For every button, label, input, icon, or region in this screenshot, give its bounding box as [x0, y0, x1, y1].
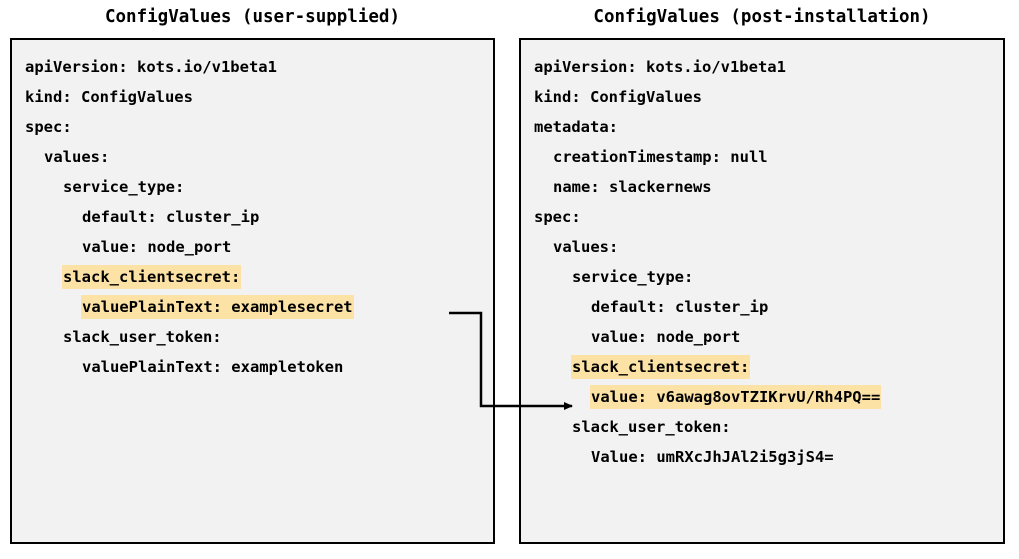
- post-installation-line-text: service_type:: [572, 268, 694, 286]
- post-installation-line-text: slack_user_token:: [572, 418, 731, 436]
- panel-title-right: ConfigValues (post-installation): [593, 7, 931, 27]
- user-supplied-line: value: node_port: [12, 232, 493, 262]
- config-values-post-installation-panel: ConfigValues (post-installation) apiVers…: [519, 0, 1005, 544]
- config-values-user-supplied-code-box: apiVersion: kots.io/v1beta1 kind: ConfigV…: [10, 38, 495, 544]
- post-installation-line-text: spec:: [534, 208, 581, 226]
- post-installation-line: slack_user_token:: [521, 412, 1003, 442]
- post-installation-line: service_type:: [521, 262, 1003, 292]
- user-supplied-line: service_type:: [12, 172, 493, 202]
- post-installation-line: kind: ConfigValues: [521, 82, 1003, 112]
- post-installation-line: creationTimestamp: null: [521, 142, 1003, 172]
- user-supplied-line: values:: [12, 142, 493, 172]
- panel-title-left: ConfigValues (user-supplied): [104, 7, 400, 27]
- user-supplied-line: valuePlainText: examplesecret: [12, 292, 493, 322]
- post-installation-line-text: apiVersion: kots.io/v1beta1: [534, 58, 786, 76]
- post-installation-line: spec:: [521, 202, 1003, 232]
- user-supplied-line: default: cluster_ip: [12, 202, 493, 232]
- user-supplied-line-text: value: node_port: [82, 238, 232, 256]
- post-installation-line: slack_clientsecret:: [521, 352, 1003, 382]
- post-installation-line-text: slack_clientsecret:: [571, 355, 751, 379]
- config-values-post-installation-code-box: apiVersion: kots.io/v1beta1 kind: ConfigV…: [519, 38, 1005, 544]
- post-installation-line: default: cluster_ip: [521, 292, 1003, 322]
- user-supplied-line-text: values:: [44, 148, 110, 166]
- user-supplied-line: apiVersion: kots.io/v1beta1: [12, 52, 493, 82]
- post-installation-line: Value: umRXcJhJAl2i5g3jS4=: [521, 442, 1003, 472]
- user-supplied-line-text: default: cluster_ip: [82, 208, 260, 226]
- post-installation-line: name: slackernews: [521, 172, 1003, 202]
- post-installation-line-text: Value: umRXcJhJAl2i5g3jS4=: [591, 448, 834, 466]
- user-supplied-line: kind: ConfigValues: [12, 82, 493, 112]
- post-installation-line: values:: [521, 232, 1003, 262]
- user-supplied-line-text: valuePlainText: examplesecret: [81, 295, 354, 319]
- user-supplied-line-text: valuePlainText: exampletoken: [82, 358, 344, 376]
- post-installation-line-text: name: slackernews: [553, 178, 712, 196]
- post-installation-line-text: value: v6awag8ovTZIKrvU/Rh4PQ==: [590, 385, 882, 409]
- post-installation-line-text: values:: [553, 238, 619, 256]
- post-installation-line-text: creationTimestamp: null: [553, 148, 768, 166]
- user-supplied-line: slack_clientsecret:: [12, 262, 493, 292]
- post-installation-line-text: metadata:: [534, 118, 618, 136]
- user-supplied-line-text: service_type:: [63, 178, 185, 196]
- post-installation-line: apiVersion: kots.io/v1beta1: [521, 52, 1003, 82]
- post-installation-line: metadata:: [521, 112, 1003, 142]
- post-installation-line: value: node_port: [521, 322, 1003, 352]
- user-supplied-line-text: apiVersion: kots.io/v1beta1: [25, 58, 277, 76]
- user-supplied-line-text: spec:: [25, 118, 72, 136]
- user-supplied-line-text: slack_user_token:: [63, 328, 222, 346]
- config-values-user-supplied-panel: ConfigValues (user-supplied) apiVersion:…: [10, 0, 495, 544]
- post-installation-line-text: value: node_port: [591, 328, 741, 346]
- user-supplied-line: spec:: [12, 112, 493, 142]
- user-supplied-line-text: kind: ConfigValues: [25, 88, 193, 106]
- post-installation-line-text: default: cluster_ip: [591, 298, 769, 316]
- post-installation-line-text: kind: ConfigValues: [534, 88, 702, 106]
- user-supplied-line: valuePlainText: exampletoken: [12, 352, 493, 382]
- user-supplied-line-text: slack_clientsecret:: [62, 265, 242, 289]
- post-installation-line: value: v6awag8ovTZIKrvU/Rh4PQ==: [521, 382, 1003, 412]
- user-supplied-line: slack_user_token:: [12, 322, 493, 352]
